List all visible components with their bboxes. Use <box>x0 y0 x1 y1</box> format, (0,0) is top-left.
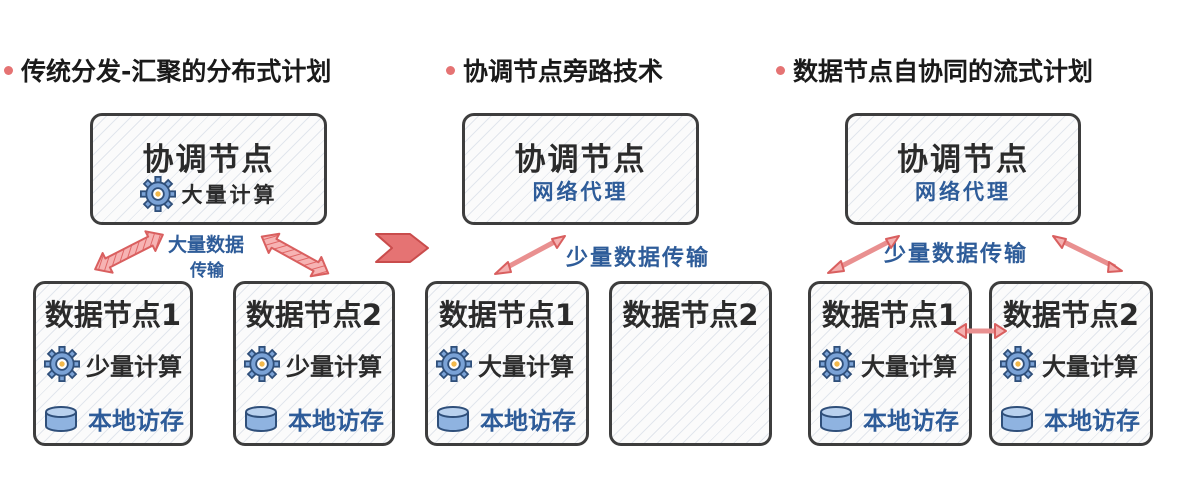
node-cache: 本地访存 <box>1000 401 1140 436</box>
heading-streaming: 数据节点自协同的流式计划 <box>776 52 1093 88</box>
transfer-label-line2: 传输 <box>190 261 224 281</box>
node-title: 数据节点2 <box>622 298 759 332</box>
gear-icon <box>819 346 855 382</box>
data-node-2: 数据节点2 大量计算 本地访存 <box>989 281 1153 446</box>
database-icon <box>45 405 77 432</box>
database-icon <box>437 405 469 432</box>
heading-text: 协调节点旁路技术 <box>463 57 664 86</box>
coordinator-sub-label: 网络代理 <box>532 180 629 204</box>
transfer-label: 少量数据传输 <box>566 246 711 271</box>
double-arrow-icon <box>260 232 330 278</box>
node-compute-label: 大量计算 <box>861 352 957 381</box>
database-icon <box>245 405 277 432</box>
node-cache: 本地访存 <box>436 401 576 436</box>
transfer-label: 少量数据传输 <box>884 242 1029 267</box>
node-title: 数据节点1 <box>44 298 182 332</box>
node-cache-label: 本地访存 <box>863 407 959 435</box>
coordinator-node: 协调节点 网络代理 <box>462 113 699 225</box>
right-chevron-icon <box>375 233 429 263</box>
node-cache: 本地访存 <box>44 401 184 436</box>
gear-icon <box>139 176 176 212</box>
transfer-label-line1: 大量数据 <box>168 234 245 256</box>
bullet-icon <box>446 65 455 75</box>
gear-icon <box>44 346 80 382</box>
coordinator-sub-label: 网络代理 <box>915 180 1011 204</box>
data-node-2: 数据节点2 <box>609 281 772 446</box>
coordinator-node: 协调节点 大量计算 <box>90 113 327 225</box>
data-node-1: 数据节点1 大量计算 本地访存 <box>808 281 972 446</box>
node-compute-label: 大量计算 <box>478 352 574 381</box>
node-compute: 大量计算 <box>1000 346 1138 382</box>
node-compute-label: 大量计算 <box>1042 352 1138 381</box>
double-arrow-icon <box>494 235 566 275</box>
node-title: 数据节点2 <box>245 298 383 332</box>
double-arrow-icon <box>94 230 164 274</box>
node-cache-label: 本地访存 <box>88 407 184 435</box>
node-compute-label: 少量计算 <box>86 352 182 381</box>
coordinator-compute: 大量计算 <box>93 176 324 212</box>
node-compute: 少量计算 <box>244 346 382 382</box>
coordinator-title: 协调节点 <box>142 142 275 178</box>
node-compute: 大量计算 <box>819 346 957 382</box>
gear-icon <box>244 346 280 382</box>
coordinator-title: 协调节点 <box>514 142 647 178</box>
node-cache-label: 本地访存 <box>1044 407 1140 435</box>
coordinator-title: 协调节点 <box>897 142 1029 178</box>
coordinator-sub-label: 大量计算 <box>181 183 278 207</box>
node-cache-label: 本地访存 <box>480 407 576 435</box>
coordinator-proxy: 网络代理 <box>848 176 1078 206</box>
heading-text: 传统分发-汇聚的分布式计划 <box>21 57 332 86</box>
coordinator-proxy: 网络代理 <box>465 176 696 206</box>
heading-traditional: 传统分发-汇聚的分布式计划 <box>4 52 331 88</box>
node-title: 数据节点2 <box>1002 298 1140 332</box>
database-icon <box>1001 405 1033 432</box>
node-title: 数据节点1 <box>438 298 576 332</box>
node-compute: 少量计算 <box>44 346 182 382</box>
database-icon <box>820 405 852 432</box>
data-node-1: 数据节点1 少量计算 本地访存 <box>33 281 193 446</box>
double-arrow-icon <box>1052 235 1123 273</box>
coordinator-node: 协调节点 网络代理 <box>845 113 1081 225</box>
node-compute: 大量计算 <box>436 346 574 382</box>
node-cache-label: 本地访存 <box>288 407 384 435</box>
data-node-2: 数据节点2 少量计算 本地访存 <box>233 281 395 446</box>
heading-bypass: 协调节点旁路技术 <box>446 52 663 88</box>
node-compute-label: 少量计算 <box>286 352 382 381</box>
node-title: 数据节点1 <box>821 298 959 332</box>
gear-icon <box>436 346 472 382</box>
gear-icon <box>1000 346 1036 382</box>
bullet-icon <box>4 65 13 75</box>
node-cache: 本地访存 <box>819 401 959 436</box>
data-node-1: 数据节点1 大量计算 本地访存 <box>425 281 589 446</box>
bullet-icon <box>776 65 785 75</box>
node-cache: 本地访存 <box>244 401 384 436</box>
heading-text: 数据节点自协同的流式计划 <box>793 57 1094 86</box>
